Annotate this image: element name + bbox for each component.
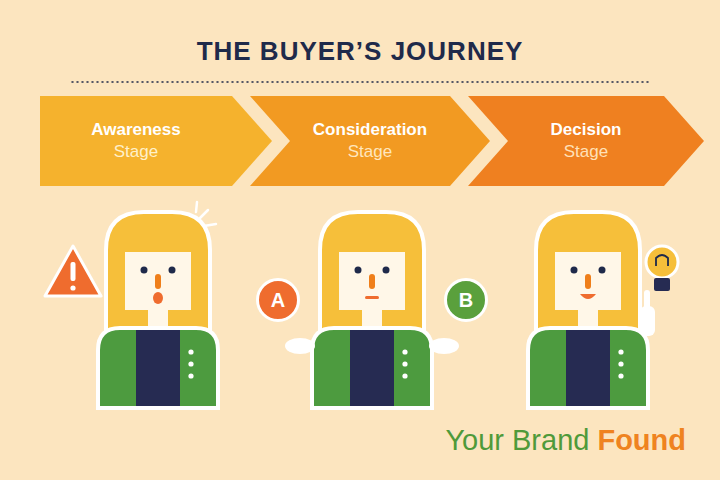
stage-chevron: ConsiderationStage	[250, 96, 490, 186]
chevron-shape	[468, 96, 704, 186]
stage-chevron: DecisionStage	[468, 96, 704, 186]
mouth-flat	[365, 296, 379, 299]
hand-right	[429, 338, 459, 354]
brand-text: Found	[597, 424, 686, 457]
stage-subtitle: Stage	[114, 141, 158, 163]
dotted-rule	[72, 81, 648, 83]
title: THE BUYER’S JOURNEY	[0, 36, 720, 67]
chevron-shape	[250, 96, 490, 186]
mouth-open	[153, 292, 163, 304]
warning-icon	[45, 246, 101, 296]
person-decided	[528, 212, 648, 408]
brand-logo: Your BrandFound	[445, 424, 686, 457]
chevron-outline	[250, 96, 490, 186]
raised-hand	[640, 290, 655, 336]
stage-subtitle: Stage	[348, 141, 392, 163]
stage-chevron: AwarenessStage	[40, 96, 272, 186]
person-surprised	[98, 212, 218, 408]
option-letter: A	[271, 289, 285, 312]
surprise-lines	[196, 202, 216, 226]
stage-subtitle: Stage	[564, 141, 608, 163]
brand-text: Your Brand	[445, 424, 589, 457]
hand-left	[285, 338, 315, 354]
option-circle: A	[256, 278, 300, 322]
option-letter: B	[459, 289, 473, 312]
stage-name: Awareness	[91, 119, 180, 141]
person-thinking	[312, 212, 432, 408]
stage-name: Consideration	[313, 119, 427, 141]
chevron-outline	[468, 96, 704, 186]
lightbulb-icon	[646, 246, 678, 291]
chevron-outline	[40, 96, 272, 186]
chevron-shape	[40, 96, 272, 186]
option-circle: B	[444, 278, 488, 322]
stage-name: Decision	[551, 119, 622, 141]
mouth-smile	[580, 294, 596, 299]
